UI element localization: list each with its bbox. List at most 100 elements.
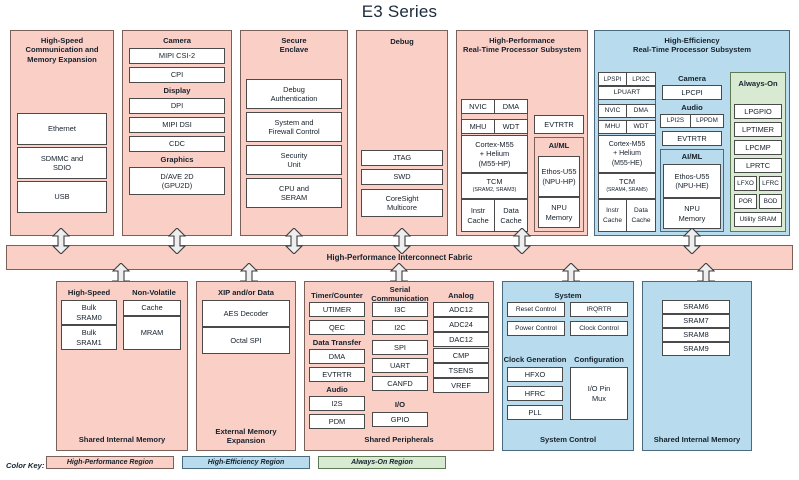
block-io-pin-mux[interactable]: I/O Pin Mux xyxy=(570,367,628,420)
block-sram9[interactable]: SRAM9 xyxy=(662,342,730,356)
block-cache[interactable]: Cache xyxy=(123,300,181,316)
block-pll[interactable]: PLL xyxy=(507,405,563,420)
block-hp-mhu[interactable]: MHU xyxy=(461,119,495,134)
data-transfer-header: Data Transfer xyxy=(312,338,362,347)
block-lprtc[interactable]: LPRTC xyxy=(734,158,782,173)
block-sdmmc-sdio[interactable]: SDMMC and SDIO xyxy=(17,147,107,179)
block-dac12[interactable]: DAC12 xyxy=(433,332,489,347)
block-clock-control[interactable]: Clock Control xyxy=(570,321,628,336)
block-lpgpio[interactable]: LPGPIO xyxy=(734,104,782,119)
block-utility-sram[interactable]: Utility SRAM xyxy=(734,212,782,227)
block-coresight-multicore[interactable]: CoreSight Multicore xyxy=(361,189,443,217)
block-debug-authentication[interactable]: Debug Authentication xyxy=(246,79,342,109)
block-hp-evtrtr[interactable]: EVTRTR xyxy=(534,115,584,134)
block-mipi-dsi[interactable]: MIPI DSI xyxy=(129,117,225,133)
block-qec[interactable]: QEC xyxy=(309,320,365,335)
he-aiml-header: AI/ML xyxy=(681,152,703,161)
block-he-lpi2c[interactable]: LPI2C xyxy=(626,72,656,86)
block-cmp[interactable]: CMP xyxy=(433,348,489,363)
block-he-npu-memory[interactable]: NPU Memory xyxy=(663,198,721,229)
block-hp-cortex-m55[interactable]: Cortex-M55 + Helium (M55-HP) xyxy=(461,135,528,173)
block-system-firewall-control[interactable]: System and Firewall Control xyxy=(246,112,342,142)
block-hp-nvic[interactable]: NVIC xyxy=(461,99,495,114)
block-cdc[interactable]: CDC xyxy=(129,136,225,152)
block-he-tcm[interactable]: TCM (SRAM4, SRAM5) xyxy=(598,173,656,199)
block-i2s[interactable]: I2S xyxy=(309,396,365,411)
block-spi[interactable]: SPI xyxy=(372,340,428,355)
block-he-ethos-u55[interactable]: Ethos-U55 (NPU-HE) xyxy=(663,164,721,198)
block-hp-ethos-u55[interactable]: Ethos-U55 (NPU-HP) xyxy=(538,156,580,197)
block-lfrc[interactable]: LFRC xyxy=(759,176,782,191)
block-octal-spi[interactable]: Octal SPI xyxy=(202,327,290,354)
block-tsens[interactable]: TSENS xyxy=(433,363,489,378)
block-he-instr-cache[interactable]: Instr Cache xyxy=(598,199,627,232)
block-dave-2d-gpu2d[interactable]: D/AVE 2D (GPU2D) xyxy=(129,167,225,195)
block-lfxo[interactable]: LFXO xyxy=(734,176,757,191)
block-sram8[interactable]: SRAM8 xyxy=(662,328,730,342)
block-dma[interactable]: DMA xyxy=(309,349,365,364)
he-audio-header: Audio xyxy=(681,103,703,112)
block-hfxo[interactable]: HFXO xyxy=(507,367,563,382)
block-hp-npu-memory[interactable]: NPU Memory xyxy=(538,197,580,228)
block-he-mhu[interactable]: MHU xyxy=(598,120,627,134)
block-security-unit[interactable]: Security Unit xyxy=(246,145,342,175)
block-lpcmp[interactable]: LPCMP xyxy=(734,140,782,155)
block-bod[interactable]: BOD xyxy=(759,194,782,209)
block-he-lpspi[interactable]: LPSPI xyxy=(598,72,627,86)
block-utimer[interactable]: UTIMER xyxy=(309,302,365,317)
block-hp-data-cache[interactable]: Data Cache xyxy=(494,199,528,232)
block-he-evtrtr[interactable]: EVTRTR xyxy=(662,131,722,146)
block-bulk-sram0[interactable]: Bulk SRAM0 xyxy=(61,300,117,325)
block-irqrtr[interactable]: IRQRTR xyxy=(570,302,628,317)
block-uart[interactable]: UART xyxy=(372,358,428,373)
block-sram7[interactable]: SRAM7 xyxy=(662,314,730,328)
arrow-hp-subsystem-to-bus xyxy=(513,228,531,254)
block-lptimer[interactable]: LPTIMER xyxy=(734,122,782,137)
block-he-data-cache[interactable]: Data Cache xyxy=(626,199,656,232)
block-jtag[interactable]: JTAG xyxy=(361,150,443,166)
block-he-nvic[interactable]: NVIC xyxy=(598,104,627,118)
block-he-dma[interactable]: DMA xyxy=(626,104,656,118)
block-swd[interactable]: SWD xyxy=(361,169,443,185)
block-he-cortex-m55[interactable]: Cortex-M55 + Helium (M55-HE) xyxy=(598,135,656,173)
serial-communication-header: Serial Communication xyxy=(371,285,429,304)
block-vref[interactable]: VREF xyxy=(433,378,489,393)
block-hp-dma[interactable]: DMA xyxy=(494,99,528,114)
arrow-secure-enclave-to-bus xyxy=(285,228,303,254)
block-he-wdt[interactable]: WDT xyxy=(626,120,656,134)
block-mram[interactable]: MRAM xyxy=(123,316,181,350)
block-i2c[interactable]: I2C xyxy=(372,320,428,335)
block-dpi[interactable]: DPI xyxy=(129,98,225,114)
block-adc12[interactable]: ADC12 xyxy=(433,302,489,317)
block-bulk-sram1[interactable]: Bulk SRAM1 xyxy=(61,325,117,350)
block-adc24[interactable]: ADC24 xyxy=(433,317,489,332)
block-he-lpcpi[interactable]: LPCPI xyxy=(662,85,722,100)
block-hp-tcm[interactable]: TCM (SRAM2, SRAM3) xyxy=(461,173,528,199)
block-mipi-csi-2[interactable]: MIPI CSI-2 xyxy=(129,48,225,64)
block-he-lpi2s[interactable]: LPI2S xyxy=(660,114,691,128)
block-aes-decoder[interactable]: AES Decoder xyxy=(202,300,290,327)
arrow-camera-display-to-bus xyxy=(168,228,186,254)
block-i3c[interactable]: I3C xyxy=(372,302,428,317)
block-he-lppdm[interactable]: LPPDM xyxy=(690,114,724,128)
block-ethernet[interactable]: Ethernet xyxy=(17,113,107,145)
block-sram6[interactable]: SRAM6 xyxy=(662,300,730,314)
block-por[interactable]: POR xyxy=(734,194,757,209)
block-cpi[interactable]: CPI xyxy=(129,67,225,83)
block-pdm[interactable]: PDM xyxy=(309,414,365,429)
block-evtrtr[interactable]: EVTRTR xyxy=(309,367,365,382)
block-hp-wdt[interactable]: WDT xyxy=(494,119,528,134)
block-usb[interactable]: USB xyxy=(17,181,107,213)
block-hfrc[interactable]: HFRC xyxy=(507,386,563,401)
shared-peripherals-footer: Shared Peripherals xyxy=(364,435,434,444)
block-cpu-seram[interactable]: CPU and SERAM xyxy=(246,178,342,208)
audio-header: Audio xyxy=(326,385,348,394)
block-gpio[interactable]: GPIO xyxy=(372,412,428,427)
block-canfd[interactable]: CANFD xyxy=(372,376,428,391)
block-power-control[interactable]: Power Control xyxy=(507,321,565,336)
xip-data-header: XIP and/or Data xyxy=(218,288,274,297)
block-reset-control[interactable]: Reset Control xyxy=(507,302,565,317)
block-hp-instr-cache[interactable]: Instr Cache xyxy=(461,199,495,232)
block-he-lpuart[interactable]: LPUART xyxy=(598,86,656,100)
